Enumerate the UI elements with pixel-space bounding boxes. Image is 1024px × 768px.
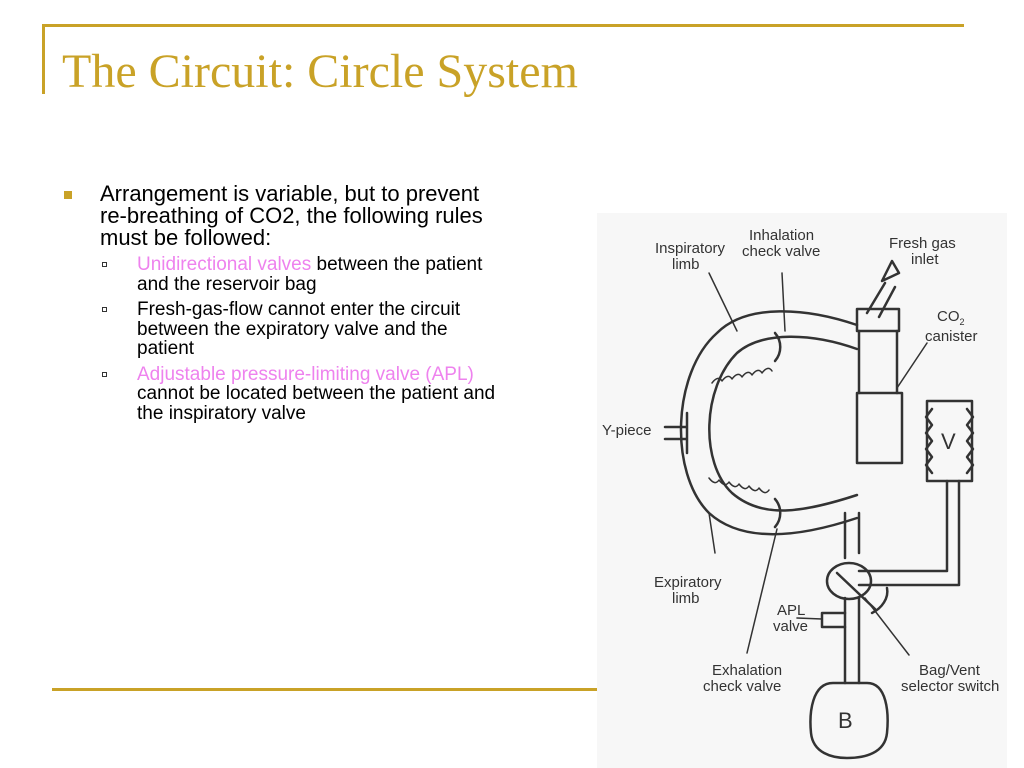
circle-system-diagram: Inspiratory limb Inhalation check valve … xyxy=(597,213,1007,768)
leader-selector xyxy=(864,597,910,656)
label-valve: valve xyxy=(773,618,808,635)
inspiratory-flow-arrow-icon xyxy=(711,367,773,384)
left-rule xyxy=(42,24,45,94)
hollow-square-bullet-icon xyxy=(102,262,107,267)
y-piece-connector xyxy=(663,411,689,455)
vent-pipe xyxy=(857,479,961,587)
label-exhalation: Exhalation xyxy=(712,662,782,679)
label-fresh-gas: Fresh gas xyxy=(889,235,956,252)
label-inspiratory: Inspiratory xyxy=(655,240,726,257)
selector-switch-body xyxy=(825,561,873,601)
co2-canister-top xyxy=(855,307,901,333)
sub-bullet-list: Unidirectional valves between the patien… xyxy=(60,255,500,423)
hollow-square-bullet-icon xyxy=(102,307,107,312)
label-apl: APL xyxy=(777,602,805,619)
bottom-rule xyxy=(52,688,597,691)
bellows-icon xyxy=(924,407,975,475)
ventilator-box xyxy=(925,399,974,483)
sub-bullet-text: between the patient and the reservoir ba… xyxy=(137,254,483,295)
diagram-background xyxy=(597,213,1007,768)
label-selector-switch: selector switch xyxy=(901,678,999,695)
fresh-gas-pipe xyxy=(865,281,897,319)
hollow-square-bullet-icon xyxy=(102,371,107,377)
sub-bullet-apl-valve: Adjustable pressure-limiting valve (APL)… xyxy=(60,363,500,424)
leader-exhalation xyxy=(746,528,778,654)
leader-inhalation xyxy=(781,272,786,332)
circle-system-svg: Inspiratory limb Inhalation check valve … xyxy=(597,213,1007,768)
sub-bullet-text: Fresh-gas-flow cannot enter the circuit … xyxy=(137,299,461,359)
top-rule xyxy=(42,24,964,27)
reservoir-bag xyxy=(809,681,889,760)
label-check-valve: check valve xyxy=(742,243,820,260)
square-bullet-icon xyxy=(64,191,72,199)
main-bullet-text: Arrangement is variable, but to prevent … xyxy=(100,181,483,250)
loop-inner xyxy=(708,335,859,512)
label-expiratory-limb: limb xyxy=(672,590,700,607)
label-limb: limb xyxy=(672,256,700,273)
loop-outer xyxy=(679,310,859,536)
co2-canister-body xyxy=(855,391,904,465)
inhalation-check-valve-icon xyxy=(773,331,782,363)
label-inlet: inlet xyxy=(911,251,939,268)
fresh-gas-arrow-icon xyxy=(880,259,901,283)
label-bag-vent: Bag/Vent xyxy=(919,662,981,679)
leader-expiratory xyxy=(708,512,716,554)
canister-pipe xyxy=(857,329,899,395)
sub-bullet-text: cannot be located between the patient an… xyxy=(137,383,496,424)
exhalation-check-valve-icon xyxy=(773,497,782,529)
label-expiratory: Expiratory xyxy=(654,574,722,591)
leader-inspiratory xyxy=(708,272,738,332)
bullet-content: Arrangement is variable, but to prevent … xyxy=(60,183,500,429)
label-canister: canister xyxy=(925,328,978,345)
label-ventilator: V xyxy=(941,429,956,454)
label-y-piece: Y-piece xyxy=(602,422,651,439)
label-bag: B xyxy=(838,708,853,733)
main-bullet: Arrangement is variable, but to prevent … xyxy=(60,183,500,249)
lower-pipe xyxy=(843,511,861,560)
sub-bullet-fresh-gas-flow: Fresh-gas-flow cannot enter the circuit … xyxy=(60,300,500,359)
leader-co2 xyxy=(896,342,928,389)
label-inhalation: Inhalation xyxy=(749,227,814,244)
leader-apl xyxy=(796,617,823,620)
label-exhalation-check-valve: check valve xyxy=(703,678,781,695)
selector-arrow-icon xyxy=(870,586,889,615)
sub-bullet-highlight: Unidirectional valves xyxy=(137,254,312,275)
slide-title: The Circuit: Circle System xyxy=(62,45,578,98)
label-co2: CO2 xyxy=(937,308,965,327)
sub-bullet-highlight: Adjustable pressure-limiting valve (APL) xyxy=(137,363,474,385)
sub-bullet-unidirectional-valves: Unidirectional valves between the patien… xyxy=(60,255,500,294)
expiratory-flow-arrow-icon xyxy=(708,477,770,494)
apl-valve-body xyxy=(820,611,847,629)
